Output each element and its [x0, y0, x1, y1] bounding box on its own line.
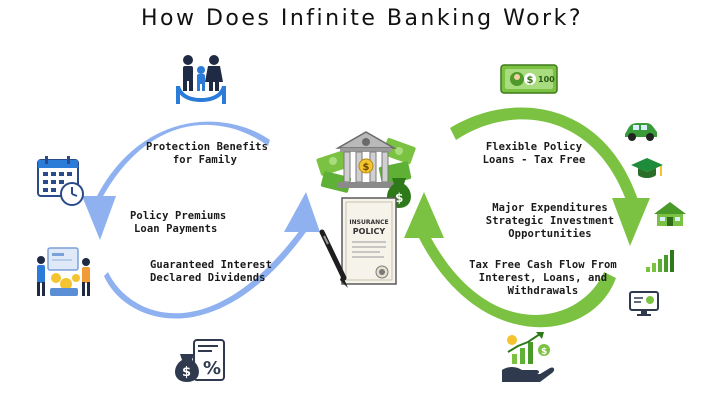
money-bag-percent-icon: % $	[175, 339, 225, 382]
label-tax-free-cash-flow: Tax Free Cash Flow From Interest, Loans,…	[455, 259, 631, 298]
label-cashflow-line2: Interest, Loans, and	[478, 272, 608, 284]
label-dividends-line1: Guaranteed Interest	[150, 259, 273, 271]
page-title: How Does Infinite Banking Work?	[140, 6, 584, 31]
left-cycle-arrow-top	[82, 121, 270, 240]
right-cycle-arrow-top	[450, 107, 650, 246]
center-bank-policy-group: $ $ INSURANCE POLICY	[316, 131, 416, 288]
svg-text:$: $	[395, 191, 403, 205]
svg-text:$: $	[541, 347, 547, 357]
label-flexible-line1: Flexible Policy	[485, 141, 583, 153]
label-expenditures-line2: Strategic Investment	[485, 215, 615, 227]
banknote-value: 100	[538, 75, 555, 84]
svg-text:%: %	[203, 358, 221, 379]
right-cycle-arrow-bottom	[404, 192, 616, 328]
graduation-cap-icon	[631, 158, 663, 178]
label-dividends-line2: Declared Dividends	[150, 272, 266, 284]
calendar-clock-icon	[37, 156, 84, 206]
car-icon	[625, 123, 657, 141]
house-icon	[654, 202, 686, 226]
label-flexible-line2: Loans - Tax Free	[482, 154, 586, 166]
label-protection-line1: Protection Benefits	[146, 141, 269, 153]
money-stack-icon	[316, 137, 416, 193]
label-flexible-policy: Flexible Policy Loans - Tax Free	[482, 141, 586, 167]
label-protection-benefits: Protection Benefits for Family	[146, 141, 269, 167]
bank-icon: $	[335, 131, 397, 188]
label-policy-premiums: Policy Premiums Loan Payments	[130, 210, 226, 236]
label-premiums-line2: Loan Payments	[134, 223, 218, 235]
label-major-expenditures: Major Expenditures Strategic Investment …	[480, 202, 620, 241]
family-protection-icon	[176, 55, 226, 104]
hand-growth-money-icon: $	[502, 332, 555, 382]
svg-text:$: $	[182, 365, 191, 380]
insurance-policy-icon: INSURANCE POLICY	[341, 197, 397, 285]
banknote-icon: $ 100	[500, 64, 558, 94]
people-with-money-icon	[37, 247, 90, 296]
svg-text:$: $	[527, 75, 534, 86]
bar-chart-growth-icon	[646, 250, 674, 272]
policy-title-line1: INSURANCE	[349, 219, 388, 226]
pen-icon	[319, 229, 348, 288]
left-cycle-arrow-bottom	[104, 192, 320, 319]
label-expenditures-line3: Opportunities	[508, 228, 592, 240]
label-expenditures-line1: Major Expenditures	[492, 202, 608, 214]
computer-monitor-icon	[629, 291, 659, 316]
label-guaranteed-interest: Guaranteed Interest Declared Dividends	[150, 259, 272, 285]
label-protection-line2: for Family	[172, 154, 238, 166]
policy-title-line2: POLICY	[353, 227, 386, 236]
label-cashflow-line3: Withdrawals	[507, 285, 579, 297]
svg-text:$: $	[363, 162, 370, 173]
label-cashflow-line1: Tax Free Cash Flow From	[469, 259, 617, 271]
label-premiums-line1: Policy Premiums	[130, 210, 227, 222]
